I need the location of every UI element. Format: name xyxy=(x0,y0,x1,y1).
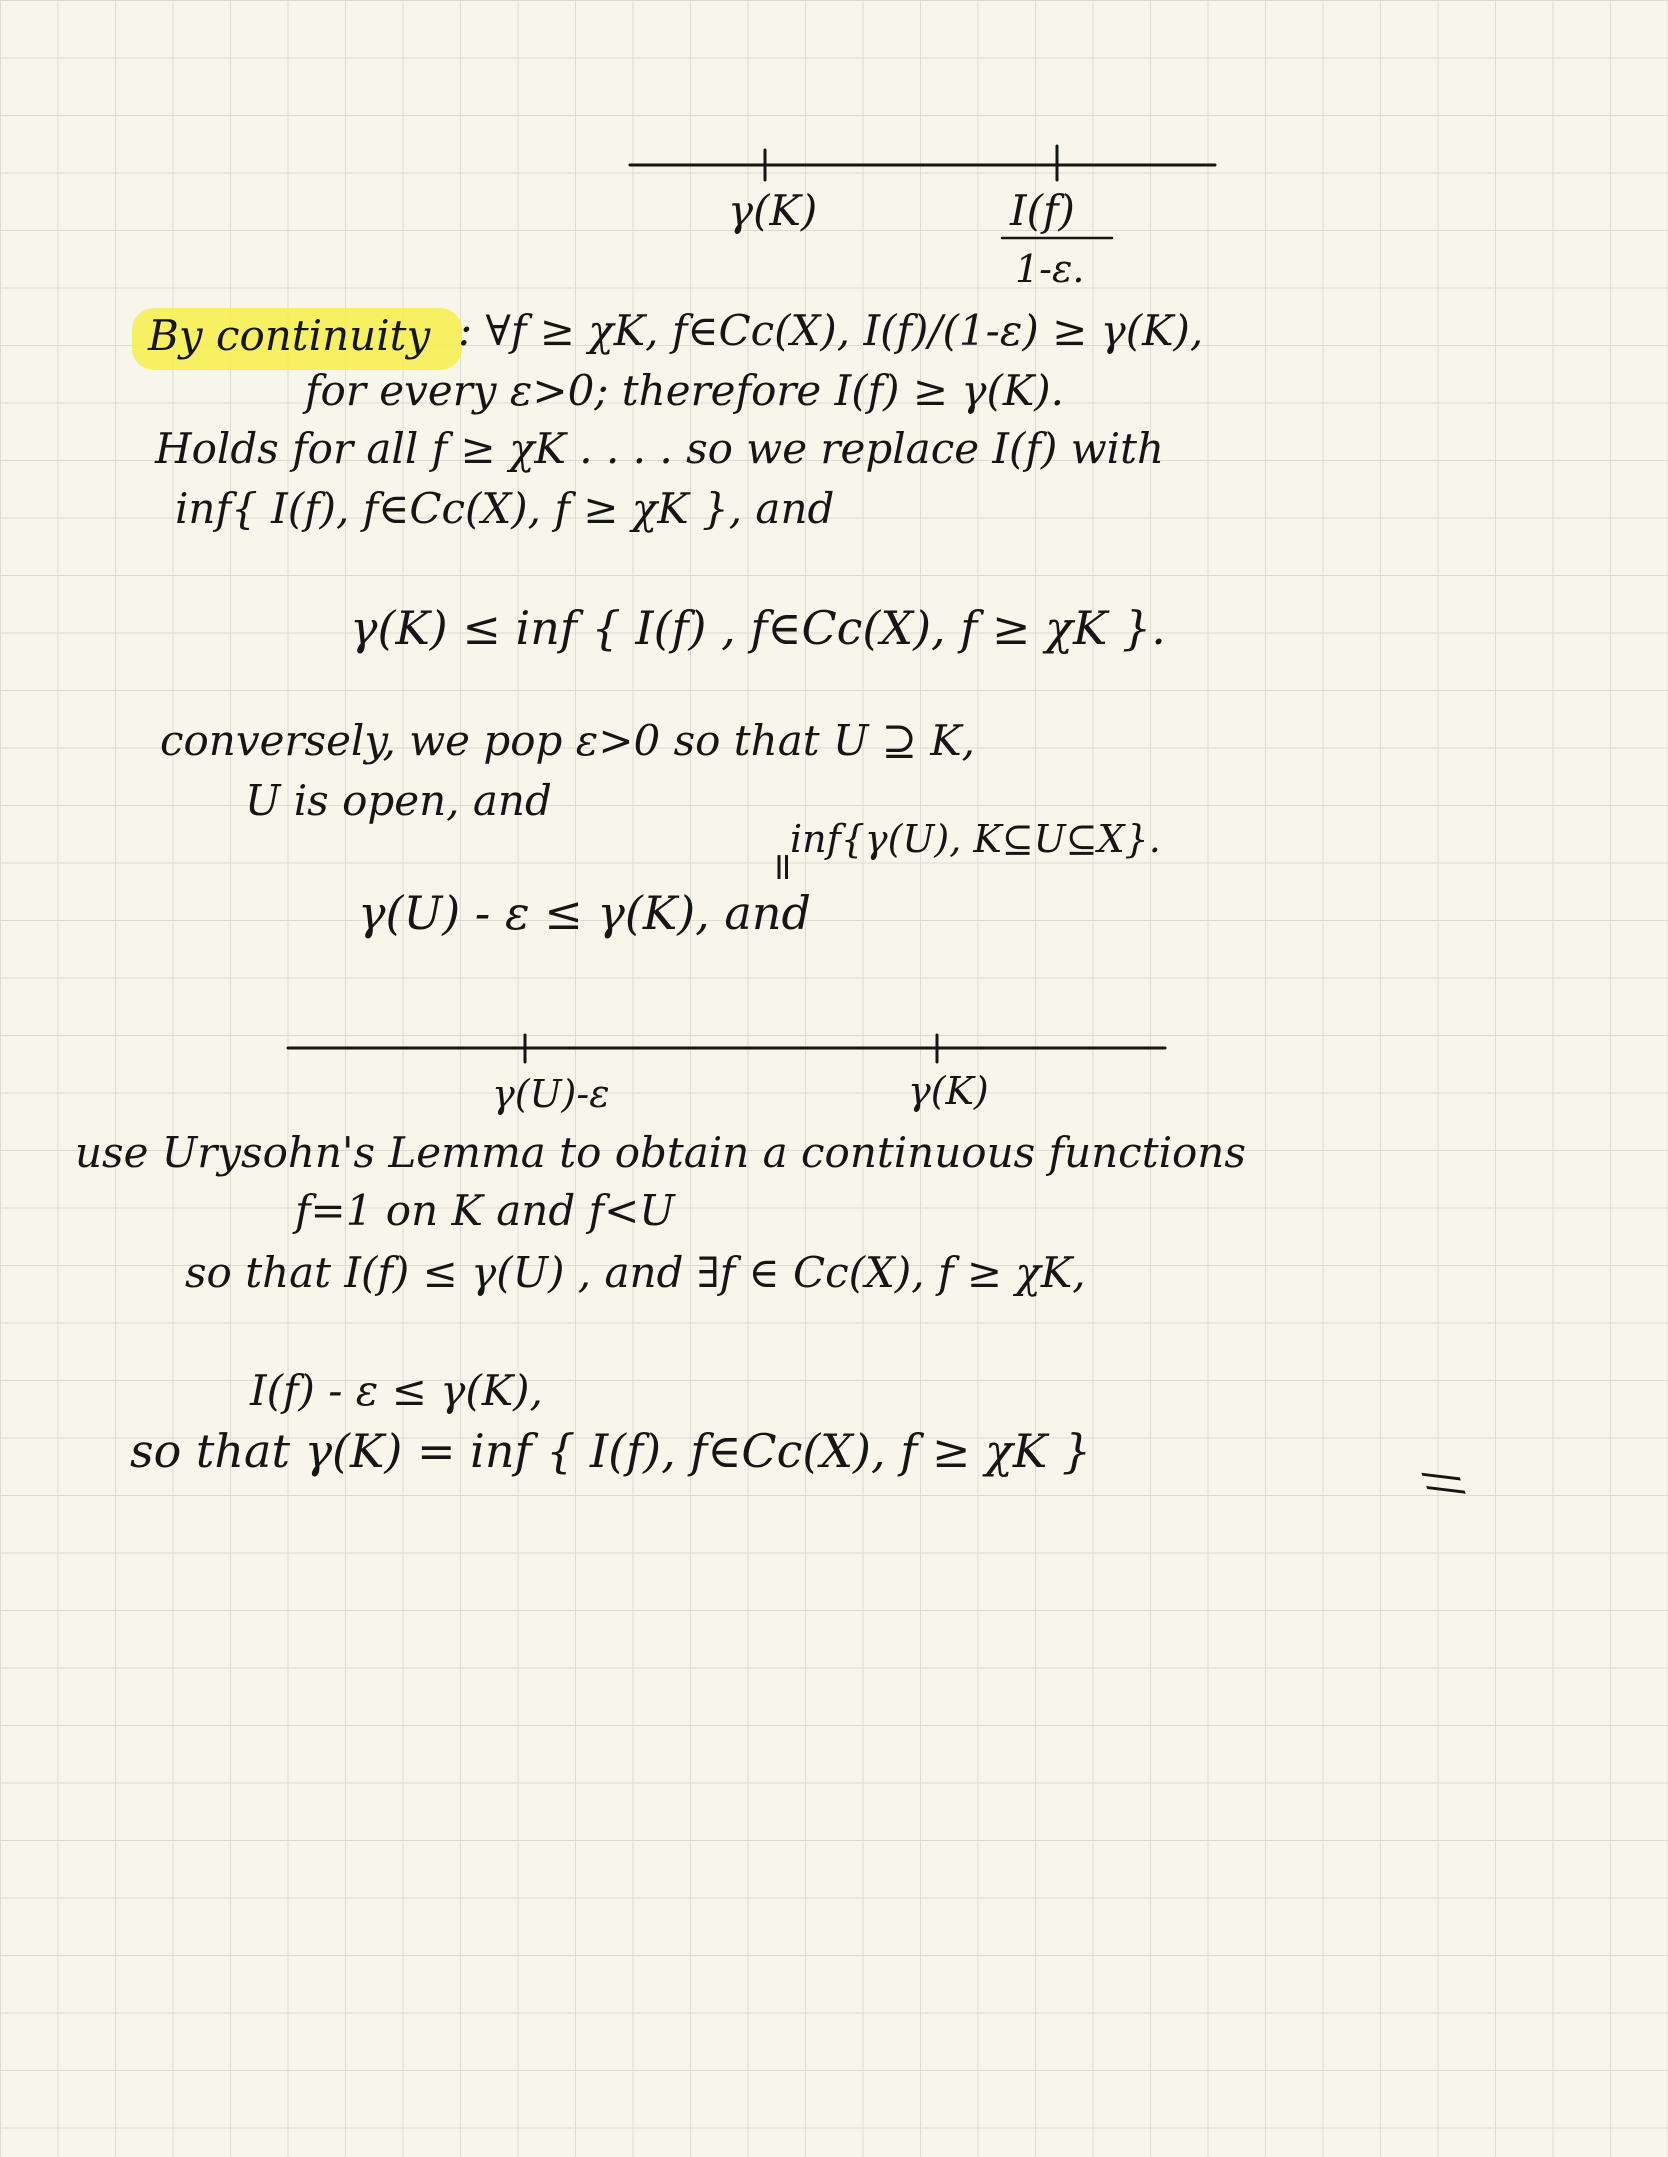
text-line-11: so that I(f) ≤ γ(U) , and ∃f ∈ Cc(X), f … xyxy=(185,1248,1086,1297)
text-line-13: so that γ(K) = inf { I(f), f∈Cc(X), f ≥ … xyxy=(130,1424,1092,1478)
number-line-2 xyxy=(286,1033,1167,1064)
end-of-proof-mark: // xyxy=(1416,1461,1473,1505)
number-line-2-label-left: γ(U)-ε xyxy=(492,1072,610,1116)
text-line-12: I(f) - ε ≤ γ(K), xyxy=(250,1366,543,1415)
text-line-10: f=1 on K and f<U xyxy=(295,1186,675,1235)
text-line-7: inf{γ(U), K⊆U⊆X}. xyxy=(790,817,1161,861)
text-highlight xyxy=(132,308,462,370)
number-line-2-label-right: γ(K) xyxy=(908,1069,989,1113)
text-line-6: U is open, and xyxy=(245,776,552,825)
number-line-1-label-left: γ(K) xyxy=(728,186,818,235)
by-continuity-label: By continuity xyxy=(148,311,431,360)
text-line-2: for every ε>0; therefore I(f) ≥ γ(K). xyxy=(305,366,1065,415)
text-line-4: inf{ I(f), f∈Cc(X), f ≥ χK }, and xyxy=(175,484,835,533)
text-line-3: Holds for all f ≥ χK . . . . so we repla… xyxy=(155,424,1165,473)
number-line-1-label-right-numerator: I(f) xyxy=(1010,186,1075,235)
number-line-1-label-right-denominator: 1-ε. xyxy=(1015,247,1085,291)
text-line-5: conversely, we pop ε>0 so that U ⊇ K, xyxy=(160,716,975,765)
text-line-8: γ(U) - ε ≤ γ(K), and xyxy=(358,886,811,940)
text-line-1: : ∀f ≥ χK, f∈Cc(X), I(f)/(1-ε) ≥ γ(K), xyxy=(458,306,1204,355)
number-line-1 xyxy=(628,144,1217,240)
equation-1: γ(K) ≤ inf { I(f) , f∈Cc(X), f ≥ χK }. xyxy=(350,601,1166,655)
text-line-9: use Urysohn's Lemma to obtain a continuo… xyxy=(75,1128,1246,1177)
